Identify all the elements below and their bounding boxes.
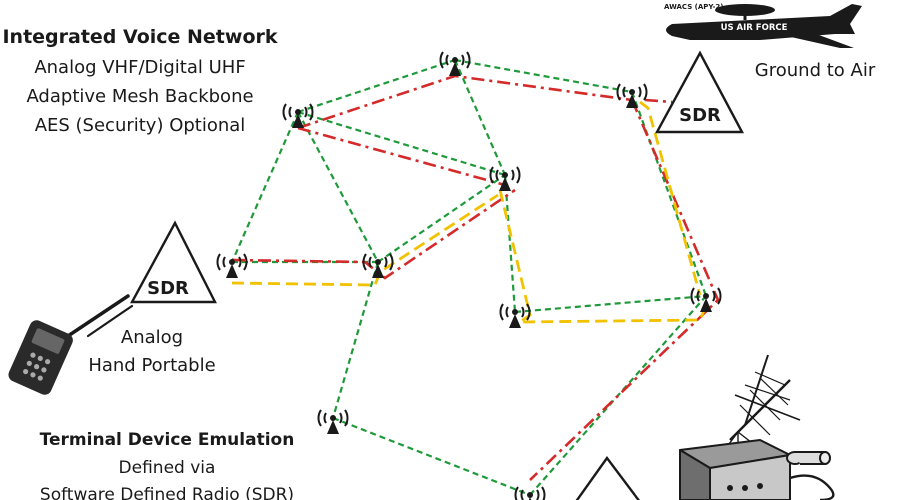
radio-tower-icon (499, 303, 531, 328)
route-segment (529, 99, 720, 481)
sdr-triangle-air: SDR (654, 50, 744, 134)
radio-terminal-icon (679, 439, 835, 500)
radio-tower-icon (489, 166, 521, 191)
analog-label-line: Hand Portable (88, 355, 215, 376)
link (377, 174, 506, 263)
radio-tower-icon (690, 287, 722, 312)
sdr-label: SDR (679, 105, 721, 126)
network-nodes (216, 51, 722, 500)
aircraft-marking: US AIR FORCE (721, 23, 788, 33)
sdr-label: SDR (147, 278, 189, 299)
route-segment (231, 193, 499, 287)
terminal-line: Defined via (119, 458, 216, 478)
link (453, 59, 507, 176)
route-segment (297, 126, 506, 187)
radio-tower-icon (282, 103, 314, 128)
network-info-block: Integrated Voice Network Analog VHF/Digi… (2, 26, 277, 136)
link (230, 111, 300, 263)
terminal-title: Terminal Device Emulation (40, 430, 295, 450)
ground-to-air-label: Ground to Air (755, 60, 876, 81)
network-line: Analog VHF/Digital UHF (34, 57, 245, 78)
red-route (231, 74, 720, 481)
network-title: Integrated Voice Network (2, 26, 277, 48)
yellow-route (231, 100, 708, 324)
route-segment (639, 100, 702, 296)
link (331, 261, 380, 419)
radio-tower-icon (616, 83, 648, 108)
route-segment (498, 189, 708, 324)
sdr-triangle-handheld: SDR (129, 220, 217, 304)
link (514, 294, 707, 314)
analog-portable-label: Analog Hand Portable (88, 327, 215, 376)
handheld-radio-icon (8, 294, 134, 395)
terminal-info-block: Terminal Device Emulation Defined via So… (40, 430, 295, 500)
link (332, 416, 531, 497)
mesh-links (230, 58, 708, 497)
link (297, 110, 506, 177)
route-segment (644, 98, 673, 104)
radio-tower-icon (514, 486, 546, 500)
link (503, 174, 517, 313)
route-segment (231, 188, 516, 280)
link (630, 91, 708, 297)
aircraft-model: AWACS (APY-2) (664, 3, 723, 11)
radio-tower-icon (439, 51, 471, 76)
link (297, 111, 379, 263)
terminal-line: Software Defined Radio (SDR) (40, 485, 294, 500)
yagi-antenna-icon (725, 354, 801, 452)
network-line: Adaptive Mesh Backbone (26, 86, 253, 107)
link (297, 58, 456, 114)
radio-tower-icon (362, 253, 394, 278)
sdr-triangle-terminal (575, 455, 640, 500)
network-line: AES (Security) Optional (35, 115, 246, 136)
analog-label-line: Analog (121, 327, 183, 348)
radio-tower-icon (317, 409, 349, 434)
link (529, 295, 707, 496)
awacs-aircraft-icon: AWACS (APY-2) US AIR FORCE (664, 3, 862, 48)
radio-tower-icon (216, 253, 248, 278)
